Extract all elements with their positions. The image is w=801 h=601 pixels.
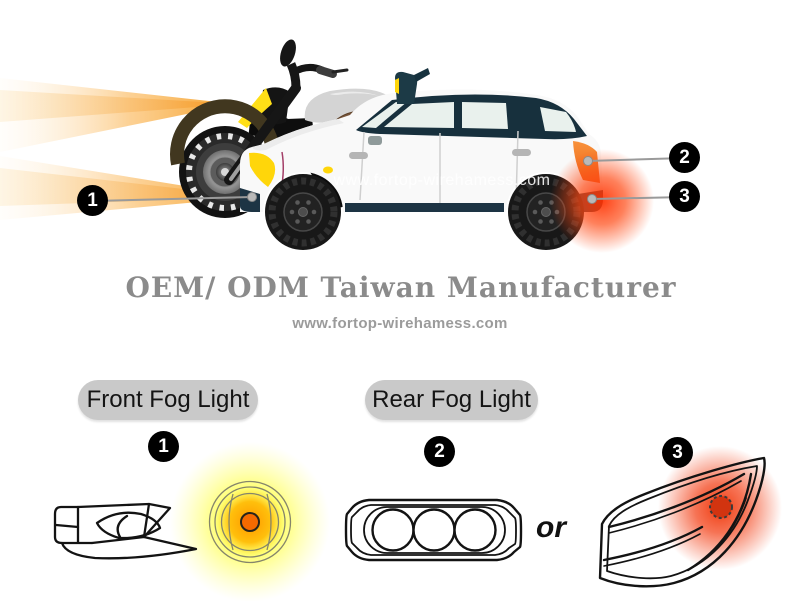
callout-badge-2: 2 (669, 142, 700, 173)
car-front-wheel (265, 174, 341, 250)
upper-beam-core (0, 90, 236, 122)
car-illustration (240, 68, 603, 250)
handlebar (280, 39, 349, 89)
page-title: OEM/ ODM Taiwan Manufacturer (125, 271, 677, 304)
rear-door-handle (512, 149, 531, 156)
car-watermark: www.fortop-wirehamess.com (333, 172, 551, 189)
section-badge-3: 3 (662, 437, 693, 468)
tail-lamp-drawing (598, 456, 766, 588)
website-url: www.fortop-wirehamess.com (292, 315, 508, 332)
front-fog-bulb (240, 512, 260, 532)
rear-fog-light-label: Rear Fog Light (365, 380, 538, 420)
callout-line-1 (92, 196, 253, 202)
front-fog-lamp-drawing (53, 502, 198, 560)
section-badge-1: 1 (148, 431, 179, 462)
rear-fog-glow (550, 149, 654, 253)
section-badge-2: 2 (424, 436, 455, 467)
rear-fog-dot (587, 194, 597, 204)
front-fog-marker (249, 152, 276, 187)
front-fog-light-label: Front Fog Light (78, 380, 258, 420)
front-fender (170, 99, 280, 166)
or-separator: or (536, 511, 566, 544)
front-fog-lamp-glow (170, 442, 330, 601)
side-mirror (368, 136, 382, 145)
tail-lamp-dot (583, 156, 593, 166)
rear-fog-lamp-drawing (344, 498, 523, 562)
callout-badge-3: 3 (669, 181, 700, 212)
side-indicator (323, 166, 333, 174)
front-fog-dot (247, 192, 257, 202)
callout-line-2 (587, 157, 686, 162)
tail-lamp-bulb (709, 495, 733, 519)
callout-badge-1: 1 (77, 185, 108, 216)
front-door-handle (349, 152, 368, 159)
